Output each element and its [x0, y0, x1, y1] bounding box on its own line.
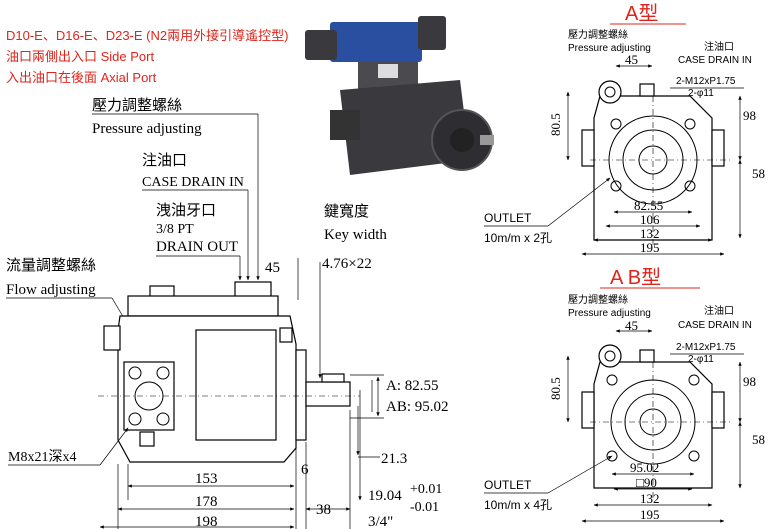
- key-width-zh: 鍵寬度: [324, 202, 369, 220]
- flow-adjusting-en: Flow adjusting: [6, 282, 96, 298]
- ab-pressure-zh: 壓力調整螺絲: [568, 293, 628, 306]
- a-type-title: A型: [625, 2, 658, 25]
- side-dim-45: 45: [265, 260, 280, 276]
- bolt-label: M8x21深x4: [8, 449, 76, 465]
- a-thread1: 2-M12xP1.75: [676, 76, 736, 87]
- ab-thread2: 2-φ11: [688, 354, 714, 365]
- a-type-front-view: [581, 80, 730, 246]
- a-dim-80-5: 80.5: [548, 113, 563, 136]
- side-drain-out-en: DRAIN OUT: [156, 239, 238, 255]
- header-side-port: 油口兩側出入口 Side Port: [6, 49, 154, 64]
- dim-6: 6: [301, 462, 309, 478]
- a-dim-106: 106: [640, 212, 660, 227]
- ab-dim-58: 58: [752, 432, 765, 447]
- a-thread2: 2-φ11: [688, 88, 714, 99]
- solenoid-left: [305, 30, 337, 60]
- a-dim-98: 98: [743, 108, 756, 123]
- side-drain-out-zh: 洩油牙口: [156, 202, 216, 219]
- ab-dim-132: 132: [640, 491, 660, 506]
- header-models: D10-E、D16-E、D23-E (N2兩用外接引導遙控型): [6, 28, 288, 43]
- a-pressure-en: Pressure adjusting: [568, 43, 651, 54]
- flow-adjusting-zh: 流量調整螺絲: [6, 257, 96, 274]
- side-pressure-zh: 壓力調整螺絲: [92, 97, 182, 114]
- solenoid-right: [418, 16, 446, 50]
- ab-dim-95-02: 95.02: [630, 460, 659, 475]
- a-outlet-holes: 10m/m x 2孔: [484, 231, 552, 245]
- solenoid-valve: [330, 22, 422, 62]
- side-drain-in-en: CASE DRAIN IN: [142, 175, 244, 190]
- side-drain-in-zh: 注油口: [142, 152, 187, 169]
- key-width-en: Key width: [324, 227, 387, 243]
- dim-178: 178: [195, 494, 218, 510]
- dim-38: 38: [316, 502, 331, 518]
- dim-153: 153: [195, 471, 218, 487]
- ab-pressure-en: Pressure adjusting: [568, 308, 651, 319]
- ab-drain-zh: 注油口: [704, 304, 734, 317]
- a-dim-58: 58: [752, 166, 765, 181]
- key-dim: 4.76×22: [322, 256, 372, 272]
- dim-198: 198: [195, 514, 218, 529]
- ab-outlet-holes: 10m/m x 4孔: [484, 498, 552, 512]
- side-drain-out-size: 3/8 PT: [156, 222, 194, 237]
- dim-shaft-inch: 3/4": [368, 514, 393, 529]
- side-pressure-en: Pressure adjusting: [92, 121, 202, 137]
- a-dim-82-55: 82.55: [634, 198, 663, 213]
- ab-drain-en: CASE DRAIN IN: [678, 320, 752, 331]
- ab-dim-45: 45: [625, 318, 638, 333]
- header-axial-port: 入出油口在後面 Axial Port: [6, 70, 157, 85]
- ab-dim-90: □90: [636, 475, 657, 490]
- ab-thread1: 2-M12xP1.75: [676, 342, 736, 353]
- ab-dim-80-5: 80.5: [548, 377, 563, 400]
- a-dim-195: 195: [640, 240, 660, 255]
- a-dim-45: 45: [625, 52, 638, 67]
- ab-dim-195: 195: [640, 507, 660, 522]
- dim-21-3: 21.3: [381, 451, 407, 467]
- dim-a: A: 82.55: [386, 378, 439, 394]
- a-pressure-zh: 壓力調整螺絲: [568, 28, 628, 41]
- a-drain-zh: 注油口: [704, 40, 734, 53]
- dim-ab: AB: 95.02: [386, 399, 449, 415]
- dim-shaft: 19.04: [368, 488, 402, 504]
- pump-photo: [305, 16, 494, 175]
- side-view-pump: [98, 281, 360, 463]
- a-dim-132: 132: [640, 226, 660, 241]
- ab-type-front-view: [581, 344, 730, 500]
- a-drain-en: CASE DRAIN IN: [678, 55, 752, 66]
- dim-shaft-minus: -0.01: [410, 500, 439, 515]
- a-outlet: OUTLET: [484, 211, 532, 225]
- dim-shaft-plus: +0.01: [410, 482, 442, 497]
- pump-shaft: [480, 135, 494, 145]
- ab-outlet: OUTLET: [484, 478, 532, 492]
- ab-dim-98: 98: [743, 374, 756, 389]
- ab-type-title: A B型: [610, 266, 661, 289]
